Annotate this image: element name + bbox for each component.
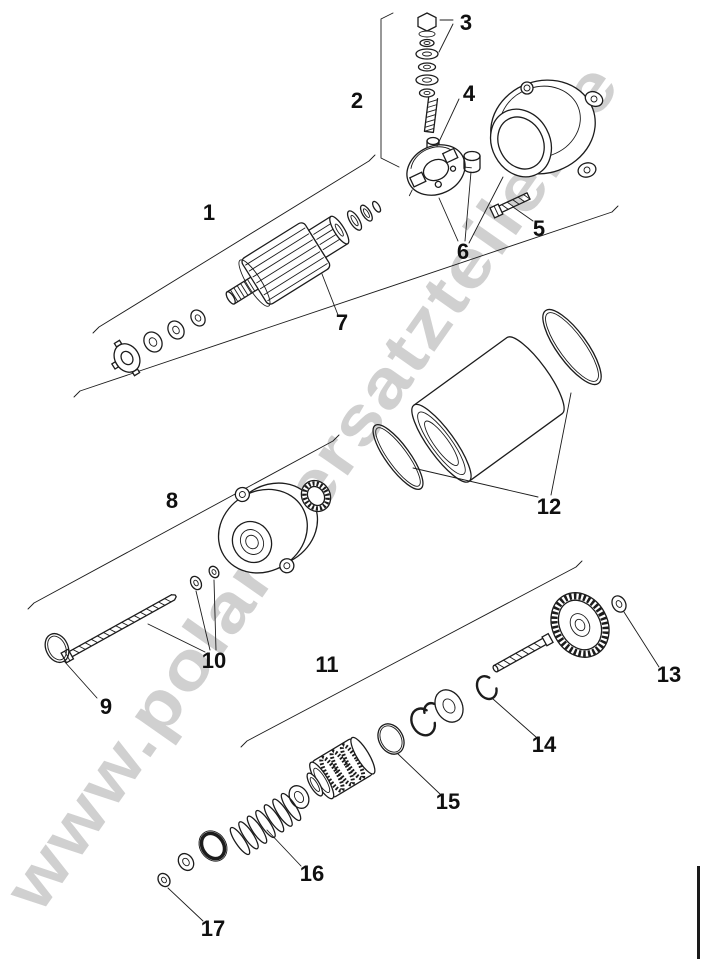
part-label-12: 12	[537, 494, 561, 519]
part-label-8: 8	[166, 488, 178, 513]
part-label-11: 11	[315, 652, 338, 677]
part-label-9: 9	[100, 694, 112, 719]
part-label-17: 17	[201, 916, 225, 941]
gear-shaft-drawing	[492, 592, 627, 673]
spacer-sleeve-drawing	[463, 150, 481, 174]
part-label-14: 14	[532, 732, 557, 757]
bearing-drawing	[300, 479, 332, 513]
armature-drawing	[225, 200, 382, 307]
part-label-1: 1	[203, 200, 215, 225]
part-label-2: 2	[351, 88, 363, 113]
magnet-housing-drawing	[411, 336, 565, 483]
o-ring-9-drawing	[44, 632, 70, 664]
o-ring-large-drawing	[542, 308, 602, 386]
end-frame-housing-drawing	[489, 79, 604, 178]
part-label-10: 10	[202, 648, 226, 673]
part-label-13: 13	[657, 662, 681, 687]
drive-end-housing-drawing	[217, 479, 332, 574]
page-edge-artifact	[697, 866, 700, 959]
brush-plate-drawing	[406, 136, 472, 197]
part-label-4: 4	[463, 81, 476, 106]
part-label-16: 16	[300, 861, 324, 886]
group-bracket-lines	[27, 12, 619, 748]
part-label-5: 5	[533, 216, 545, 241]
part-label-7: 7	[336, 310, 348, 335]
part-labels: 1 2 3 4 5 6 7 8 9 10 11 12 13 14 15 16 1…	[100, 10, 681, 941]
hex-bolt-drawing	[489, 192, 531, 219]
leader-lines	[63, 19, 660, 922]
part-label-6: 6	[457, 239, 469, 264]
through-bolt-drawing	[60, 565, 220, 664]
small-washers-drawing	[157, 852, 195, 888]
bolt-stack-drawing	[415, 12, 439, 134]
thrust-washers-drawing	[410, 689, 464, 737]
thick-washer-drawing	[198, 830, 228, 862]
spring-drawing	[229, 792, 302, 856]
o-ring-small-drawing	[372, 424, 424, 490]
snap-ring-drawing	[475, 675, 498, 701]
part-label-3: 3	[460, 10, 472, 35]
retainer-ring-drawing	[377, 723, 405, 755]
washer-row-drawing	[110, 309, 206, 377]
clutch-drum-drawing	[288, 736, 376, 809]
part-label-15: 15	[436, 789, 460, 814]
